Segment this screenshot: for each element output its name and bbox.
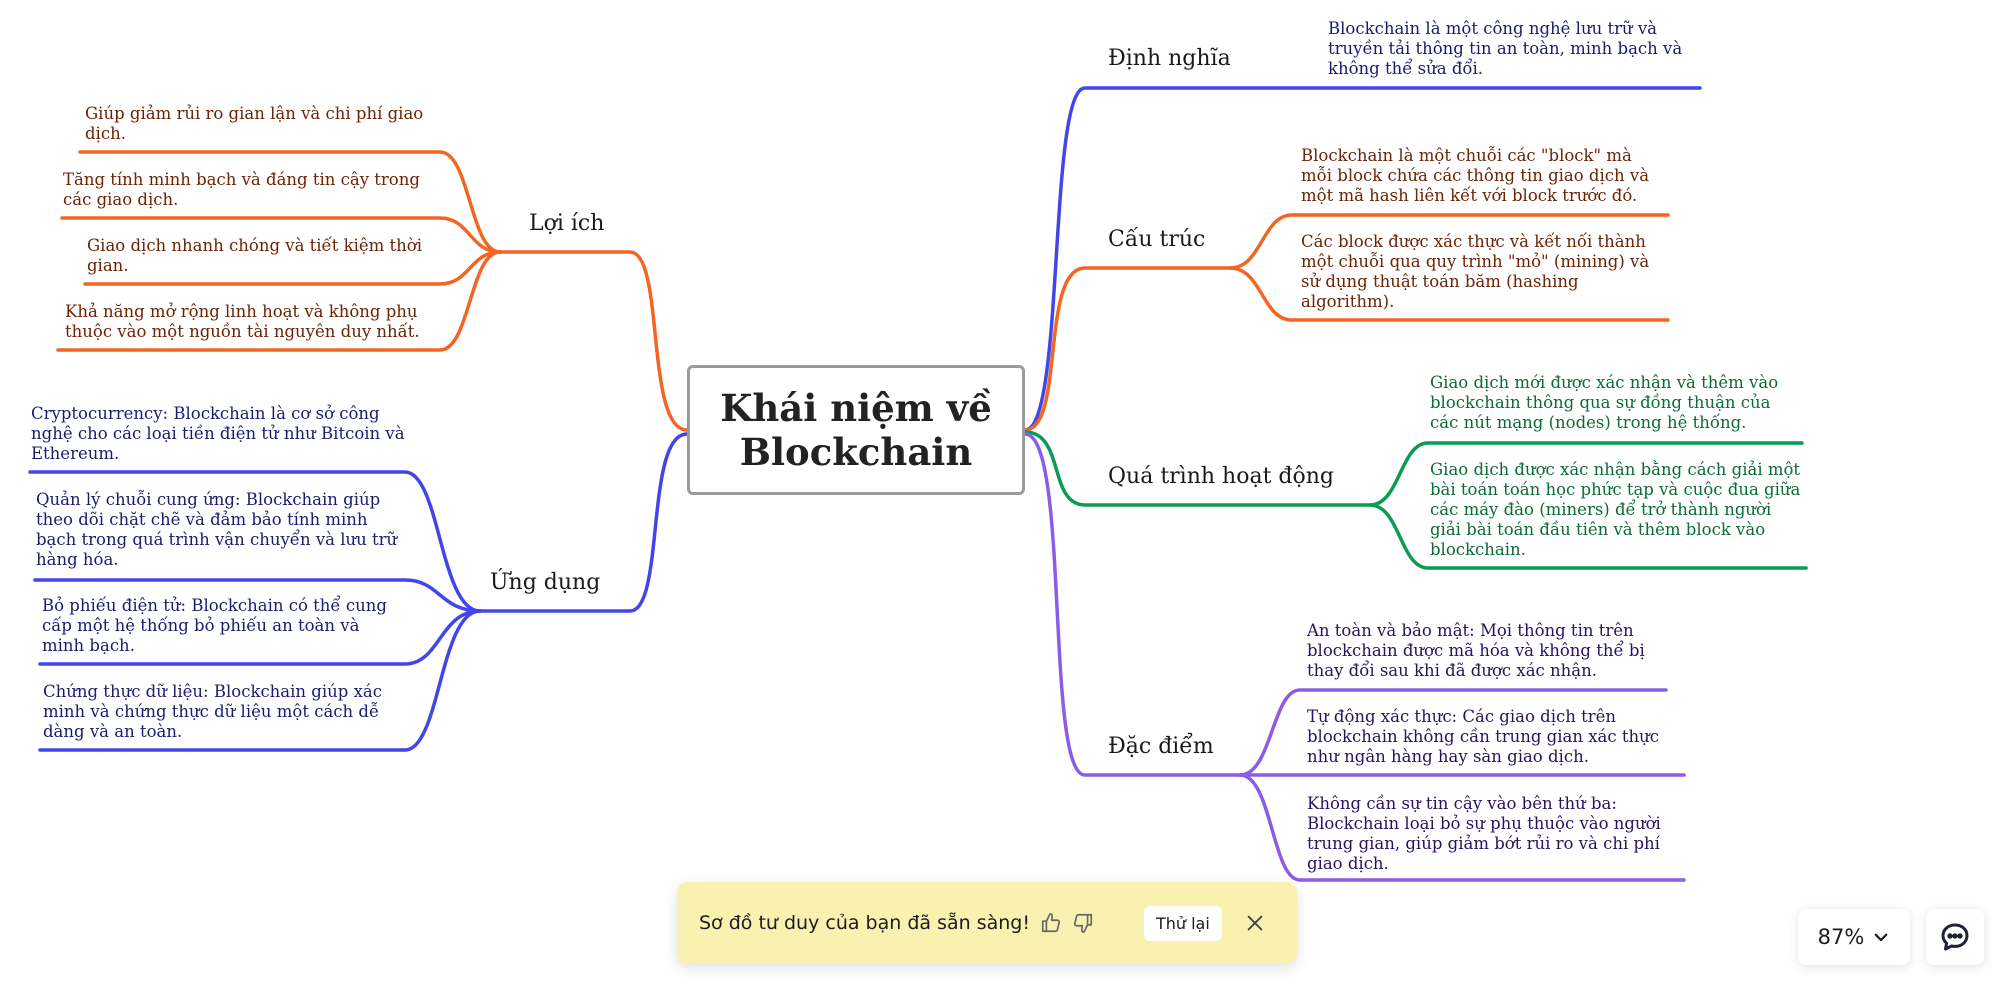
connector-dinh-nghia xyxy=(1023,86,1702,432)
branch-qua-trinh[interactable]: Quá trình hoạt động xyxy=(1108,464,1334,489)
connector-cau-truc-leaf-2 xyxy=(1228,266,1670,322)
connector-qua-trinh-leaf-2 xyxy=(1368,503,1808,570)
connector-loi-ich-leaf-3 xyxy=(83,250,502,286)
leaf-dac-diem-1[interactable]: An toàn và bảo mật: Mọi thông tin trên b… xyxy=(1307,621,1645,680)
connector-loi-ich-leaf-4 xyxy=(56,250,502,352)
thumbs-down-icon[interactable] xyxy=(1072,912,1094,934)
leaf-dac-diem-3[interactable]: Không cần sự tin cậy vào bên thứ ba: Blo… xyxy=(1307,794,1661,873)
central-topic-line-1: Khái niệm về xyxy=(720,386,992,430)
leaf-ung-dung-1[interactable]: Cryptocurrency: Blockchain là cơ sở công… xyxy=(31,404,405,463)
central-topic-line-2: Blockchain xyxy=(739,430,973,474)
retry-button[interactable]: Thử lại xyxy=(1143,905,1222,941)
connector-ung-dung-leaf-1 xyxy=(28,470,482,613)
branch-dinh-nghia[interactable]: Định nghĩa xyxy=(1108,46,1231,71)
connector-cau-truc-leaf-1 xyxy=(1228,213,1670,270)
leaf-ung-dung-4[interactable]: Chứng thực dữ liệu: Blockchain giúp xác … xyxy=(43,682,382,741)
leaf-qua-trinh-1[interactable]: Giao dịch mới được xác nhận và thêm vào … xyxy=(1430,373,1779,432)
connector-loi-ich-leaf-1 xyxy=(78,150,502,254)
ready-toast: Sơ đồ tư duy của bạn đã sẵn sàng! Thử lạ… xyxy=(677,882,1297,964)
connector-ung-dung xyxy=(478,432,689,613)
connector-dac-diem-leaf-1 xyxy=(1238,688,1668,777)
thumbs-up-icon[interactable] xyxy=(1040,912,1062,934)
zoom-control[interactable]: 87% xyxy=(1798,909,1910,965)
leaf-loi-ich-3[interactable]: Giao dịch nhanh chóng và tiết kiệm thời … xyxy=(87,236,422,275)
toast-message: Sơ đồ tư duy của bạn đã sẵn sàng! xyxy=(699,912,1030,934)
connector-dac-diem-leaf-3 xyxy=(1238,773,1686,882)
chevron-down-icon xyxy=(1872,928,1890,946)
branch-ung-dung[interactable]: Ứng dụng xyxy=(490,570,601,595)
leaf-dac-diem-2[interactable]: Tự động xác thực: Các giao dịch trên blo… xyxy=(1307,707,1659,766)
zoom-value: 87% xyxy=(1817,925,1865,949)
leaf-qua-trinh-2[interactable]: Giao dịch được xác nhận bằng cách giải m… xyxy=(1430,460,1801,559)
connector-ung-dung-leaf-4 xyxy=(38,609,482,752)
connector-loi-ich-leaf-2 xyxy=(60,216,502,254)
branch-cau-truc[interactable]: Cấu trúc xyxy=(1108,227,1206,252)
connector-qua-trinh xyxy=(1023,430,1372,507)
connector-loi-ich xyxy=(498,250,689,432)
chat-bubble-icon xyxy=(1939,921,1971,953)
leaf-dinh-nghia-1[interactable]: Blockchain là một công nghệ lưu trữ và t… xyxy=(1328,19,1683,78)
branch-loi-ich[interactable]: Lợi ích xyxy=(529,211,605,236)
chat-button[interactable] xyxy=(1926,909,1984,965)
connector-dac-diem xyxy=(1023,432,1242,777)
leaf-cau-truc-2[interactable]: Các block được xác thực và kết nối thành… xyxy=(1301,232,1650,311)
connector-qua-trinh-leaf-1 xyxy=(1368,441,1804,507)
connector-ung-dung-leaf-2 xyxy=(33,578,482,613)
central-topic-node[interactable]: Khái niệm về Blockchain xyxy=(687,365,1025,495)
leaf-loi-ich-1[interactable]: Giúp giảm rủi ro gian lận và chi phí gia… xyxy=(85,104,424,143)
leaf-cau-truc-1[interactable]: Blockchain là một chuỗi các "block" mà m… xyxy=(1301,146,1650,205)
leaf-loi-ich-2[interactable]: Tăng tính minh bạch và đáng tin cậy tron… xyxy=(63,170,420,209)
branch-dac-diem[interactable]: Đặc điểm xyxy=(1108,734,1214,759)
leaf-loi-ich-4[interactable]: Khả năng mở rộng linh hoạt và không phụ … xyxy=(65,302,420,341)
close-icon[interactable] xyxy=(1244,912,1266,934)
leaf-ung-dung-2[interactable]: Quản lý chuỗi cung ứng: Blockchain giúp … xyxy=(36,490,398,569)
connector-ung-dung-leaf-3 xyxy=(38,609,482,666)
connector-cau-truc xyxy=(1023,266,1232,432)
leaf-ung-dung-3[interactable]: Bỏ phiếu điện tử: Blockchain có thể cung… xyxy=(42,596,387,655)
